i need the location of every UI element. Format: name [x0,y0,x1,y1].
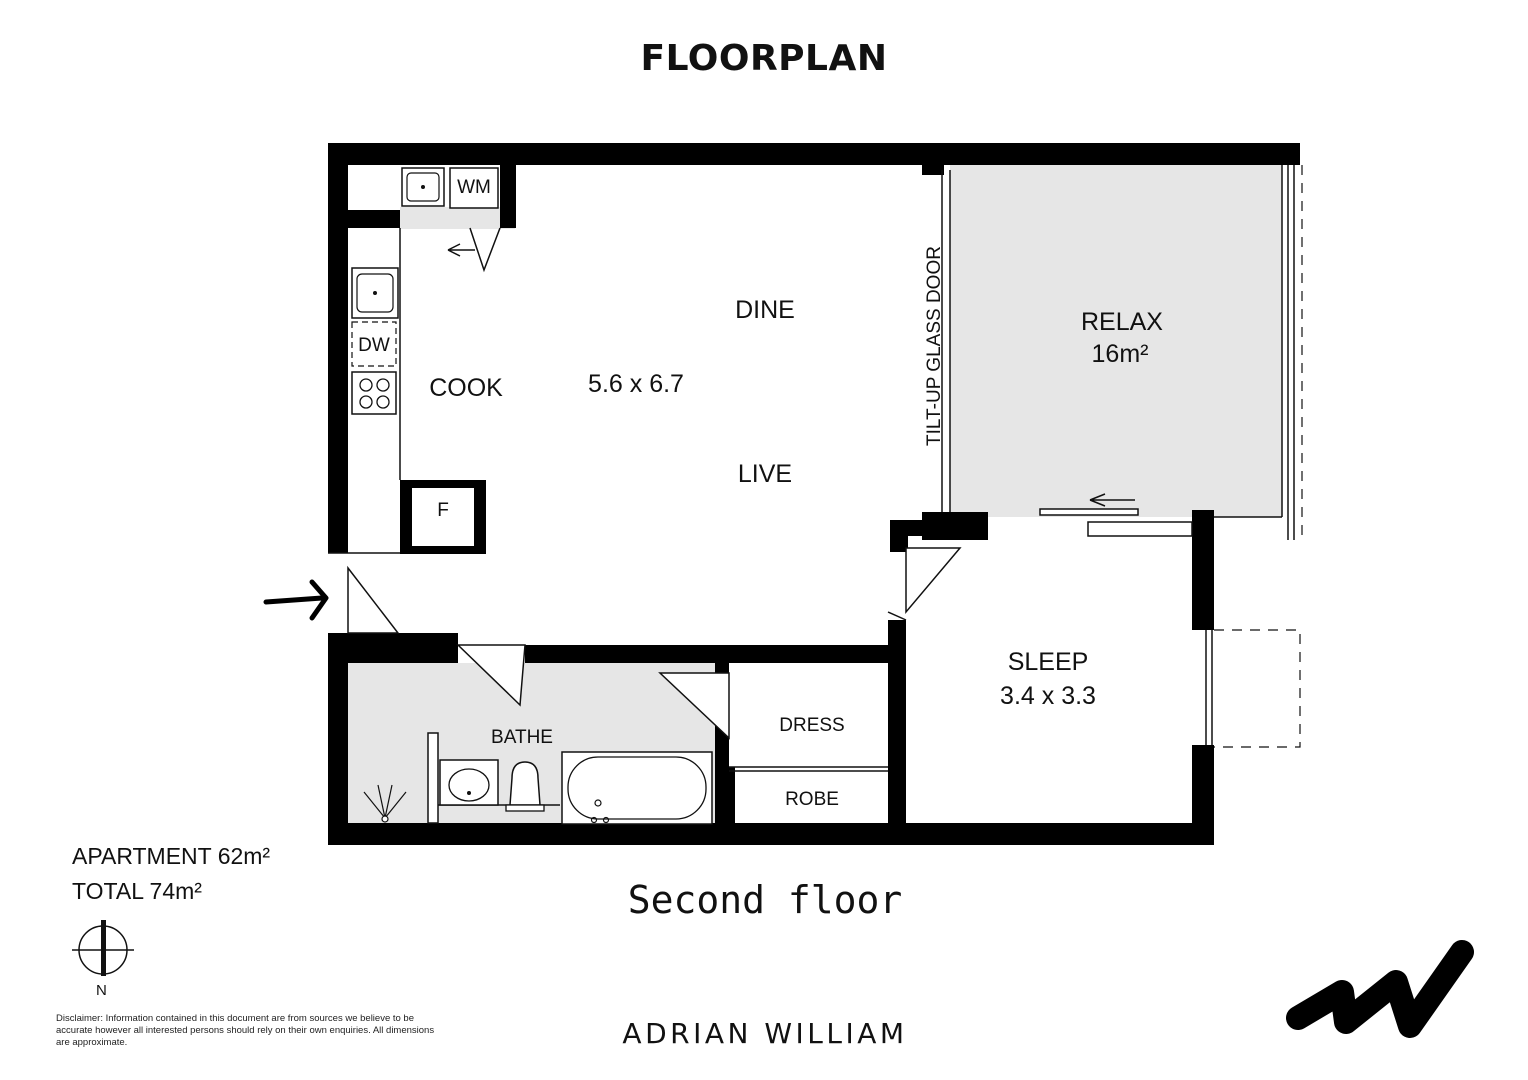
relax-floor [950,165,1282,517]
disclaimer: Disclaimer: Information contained in thi… [56,1013,435,1048]
page-title: FLOORPLAN [640,38,888,79]
thin-lines [328,165,1303,824]
total-area: TOTAL 74m² [72,878,202,904]
cooktop [351,371,397,415]
label-live: LIVE [738,460,792,488]
brand-logo-icon [1286,940,1474,1038]
toilet [509,761,541,806]
label-robe: ROBE [785,789,839,810]
label-sleep: SLEEP [1008,648,1089,676]
label-sleep-dims: 3.4 x 3.3 [1000,682,1096,710]
laundry-floor [400,207,515,229]
shower-icon [363,784,407,823]
label-fridge: F [437,500,449,521]
brand-name: ADRIAN WILLIAM [622,1017,908,1050]
label-dw: DW [358,335,390,356]
floor-name: Second floor [627,878,903,922]
north-label: N [96,982,107,999]
label-dress: DRESS [779,715,844,736]
washing-machine [449,167,499,209]
room-labels: COOK DINE LIVE 5.6 x 6.7 RELAX 16m² SLEE… [358,177,1163,810]
label-wm: WM [457,177,491,198]
fixtures [351,167,713,825]
entry-arrow-icon [263,579,329,621]
label-dine: DINE [735,296,795,324]
label-bathe: BATHE [491,727,553,748]
label-relax: RELAX [1081,308,1163,336]
label-main-dims: 5.6 x 6.7 [588,370,684,398]
label-cook: COOK [429,374,503,402]
apartment-area: APARTMENT 62m² [72,843,271,869]
walls [328,143,1300,845]
dishwasher [351,321,397,367]
label-relax-area: 16m² [1092,340,1149,368]
label-tilt-up-door: TILT-UP GLASS DOOR [924,246,945,446]
compass-icon [72,920,134,976]
